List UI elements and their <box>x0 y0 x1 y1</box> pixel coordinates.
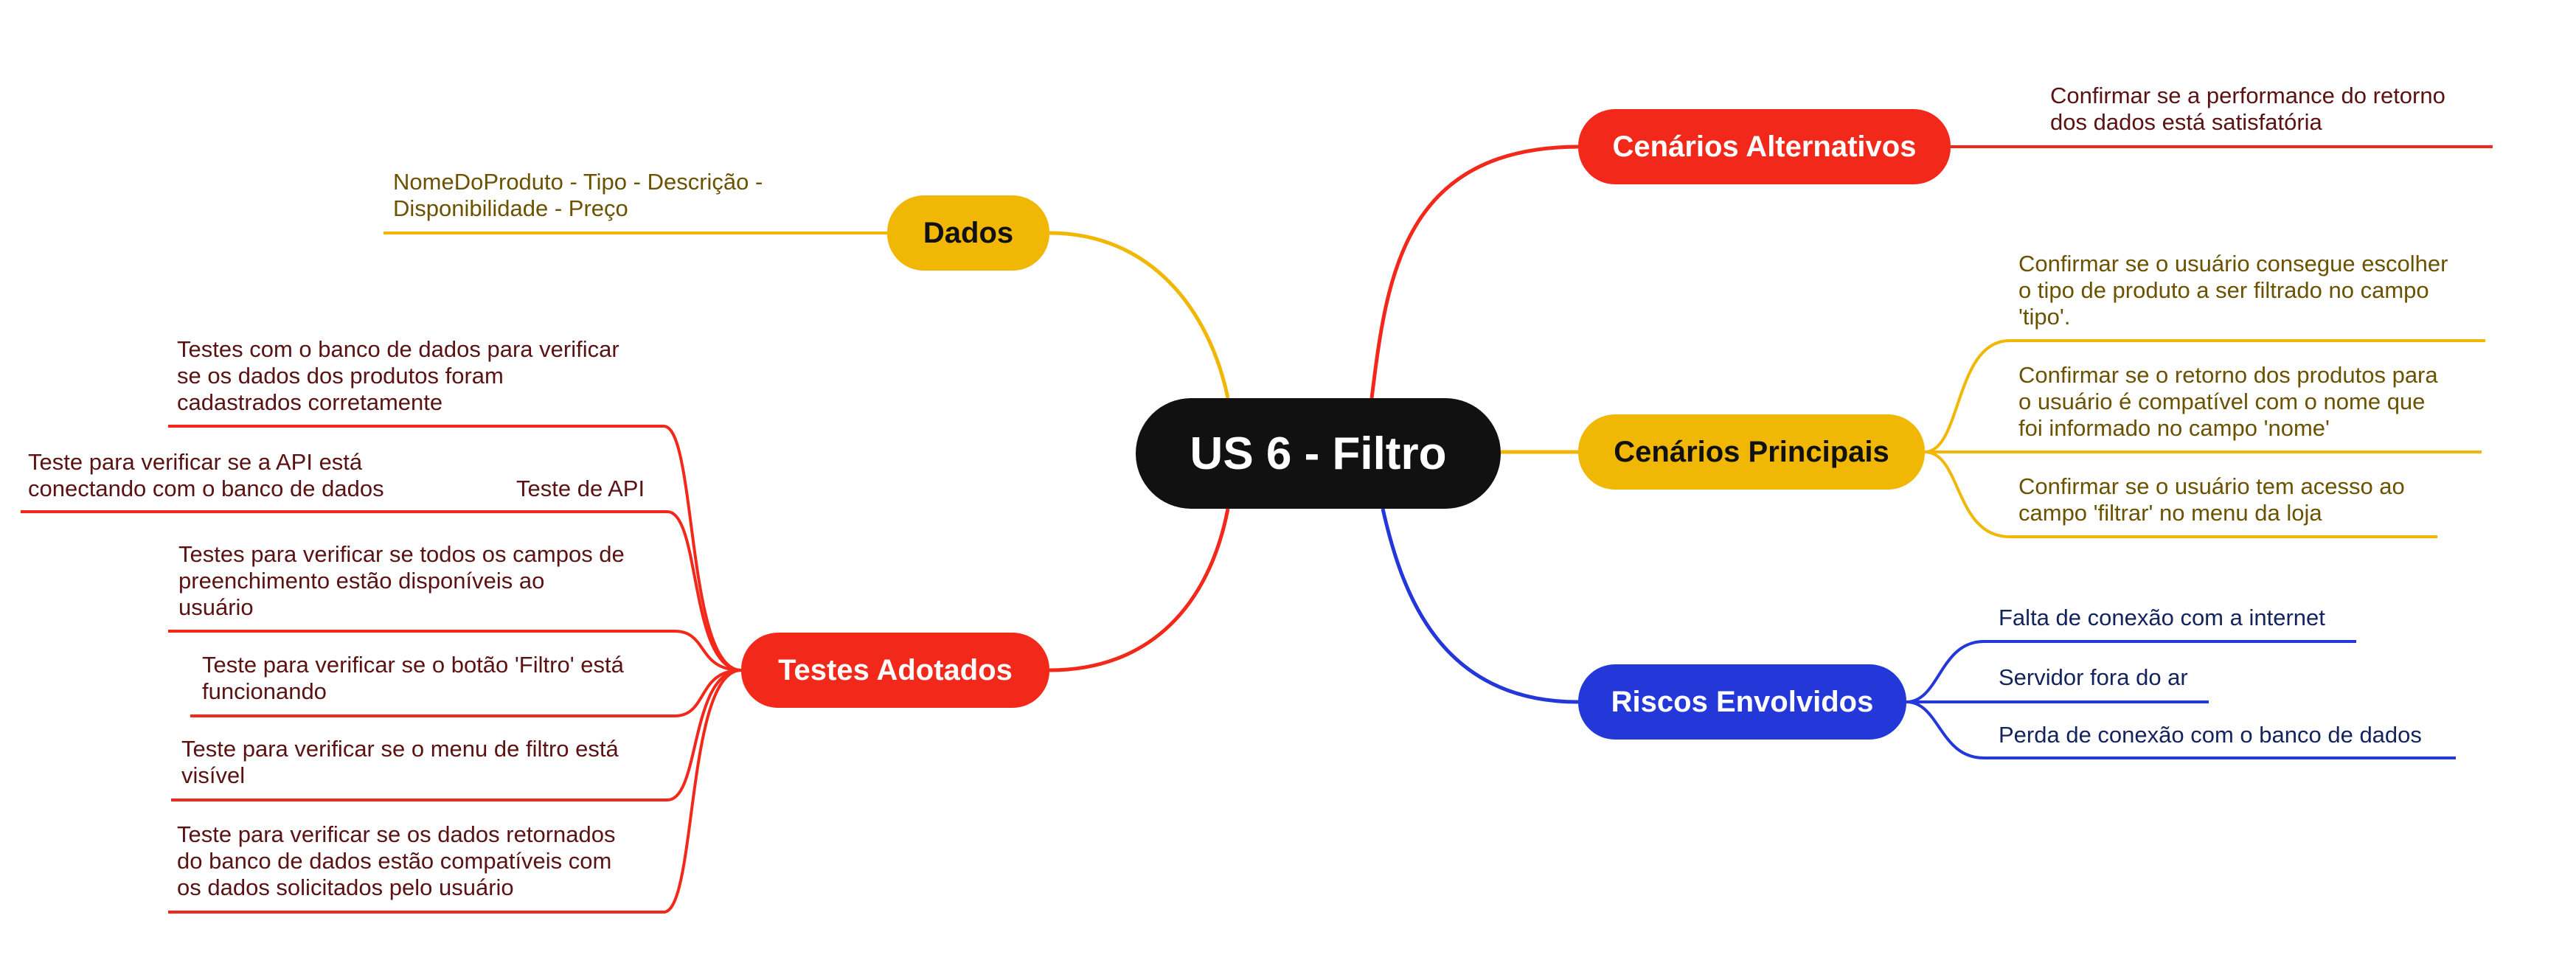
leaf-alternativos-performance[interactable]: Confirmar se a performance do retorno do… <box>2050 83 2445 135</box>
leaf-riscos-servidor[interactable]: Servidor fora do ar <box>1999 664 2188 690</box>
leaf-principais-filtrar[interactable]: Confirmar se o usuário tem acesso ao cam… <box>2018 473 2405 526</box>
leaf-testes-api-conexao[interactable]: Teste para verificar se a API está conec… <box>28 449 384 501</box>
connector-testes-leaf-1 <box>168 425 742 672</box>
leaf-riscos-banco[interactable]: Perda de conexão com o banco de dados <box>1999 722 2422 748</box>
branch-dados[interactable]: Dados <box>887 195 1049 271</box>
leaf-testes-campos[interactable]: Testes para verificar se todos os campos… <box>178 541 625 620</box>
leaf-principais-tipo[interactable]: Confirmar se o usuário consegue escolher… <box>2018 251 2448 330</box>
connector-riscos-leaf-3 <box>1906 700 2456 759</box>
central-topic[interactable]: US 6 - Filtro <box>1136 398 1501 509</box>
branch-riscos-envolvidos[interactable]: Riscos Envolvidos <box>1578 664 1906 740</box>
connector-testes-leaf-6 <box>168 669 742 914</box>
connector-central-testes <box>1049 508 1230 672</box>
branch-testes-adotados[interactable]: Testes Adotados <box>741 633 1049 708</box>
connector-principais-leaf-3 <box>1924 451 2437 538</box>
connector-central-riscos <box>1381 508 1579 704</box>
leaf-testes-banco[interactable]: Testes com o banco de dados para verific… <box>177 336 619 415</box>
connector-testes-leaf-2 <box>21 510 742 672</box>
connector-testes-leaf-4 <box>190 669 742 717</box>
leaf-riscos-internet[interactable]: Falta de conexão com a internet <box>1999 605 2325 630</box>
connector-testes-leaf-3 <box>168 630 742 672</box>
leaf-principais-nome[interactable]: Confirmar se o retorno dos produtos para… <box>2018 362 2438 441</box>
leaf-testes-api[interactable]: Teste de API <box>516 476 645 501</box>
connector-testes-leaf-5 <box>171 669 742 801</box>
connector-principais-leaf-1 <box>1924 339 2485 453</box>
leaf-testes-botao-filtro[interactable]: Teste para verificar se o botão 'Filtro'… <box>202 652 624 704</box>
branch-cenarios-principais[interactable]: Cenários Principais <box>1578 414 1925 490</box>
connector-riscos-leaf-1 <box>1906 640 2356 703</box>
leaf-dados-campos[interactable]: NomeDoProduto - Tipo - Descrição - Dispo… <box>393 169 763 221</box>
connector-central-alternativos <box>1369 145 1579 399</box>
leaf-testes-dados-retornados[interactable]: Teste para verificar se os dados retorna… <box>177 821 616 900</box>
connector-central-dados <box>1049 231 1230 399</box>
branch-cenarios-alternativos[interactable]: Cenários Alternativos <box>1578 109 1951 184</box>
leaf-testes-menu-filtro[interactable]: Teste para verificar se o menu de filtro… <box>181 736 619 788</box>
